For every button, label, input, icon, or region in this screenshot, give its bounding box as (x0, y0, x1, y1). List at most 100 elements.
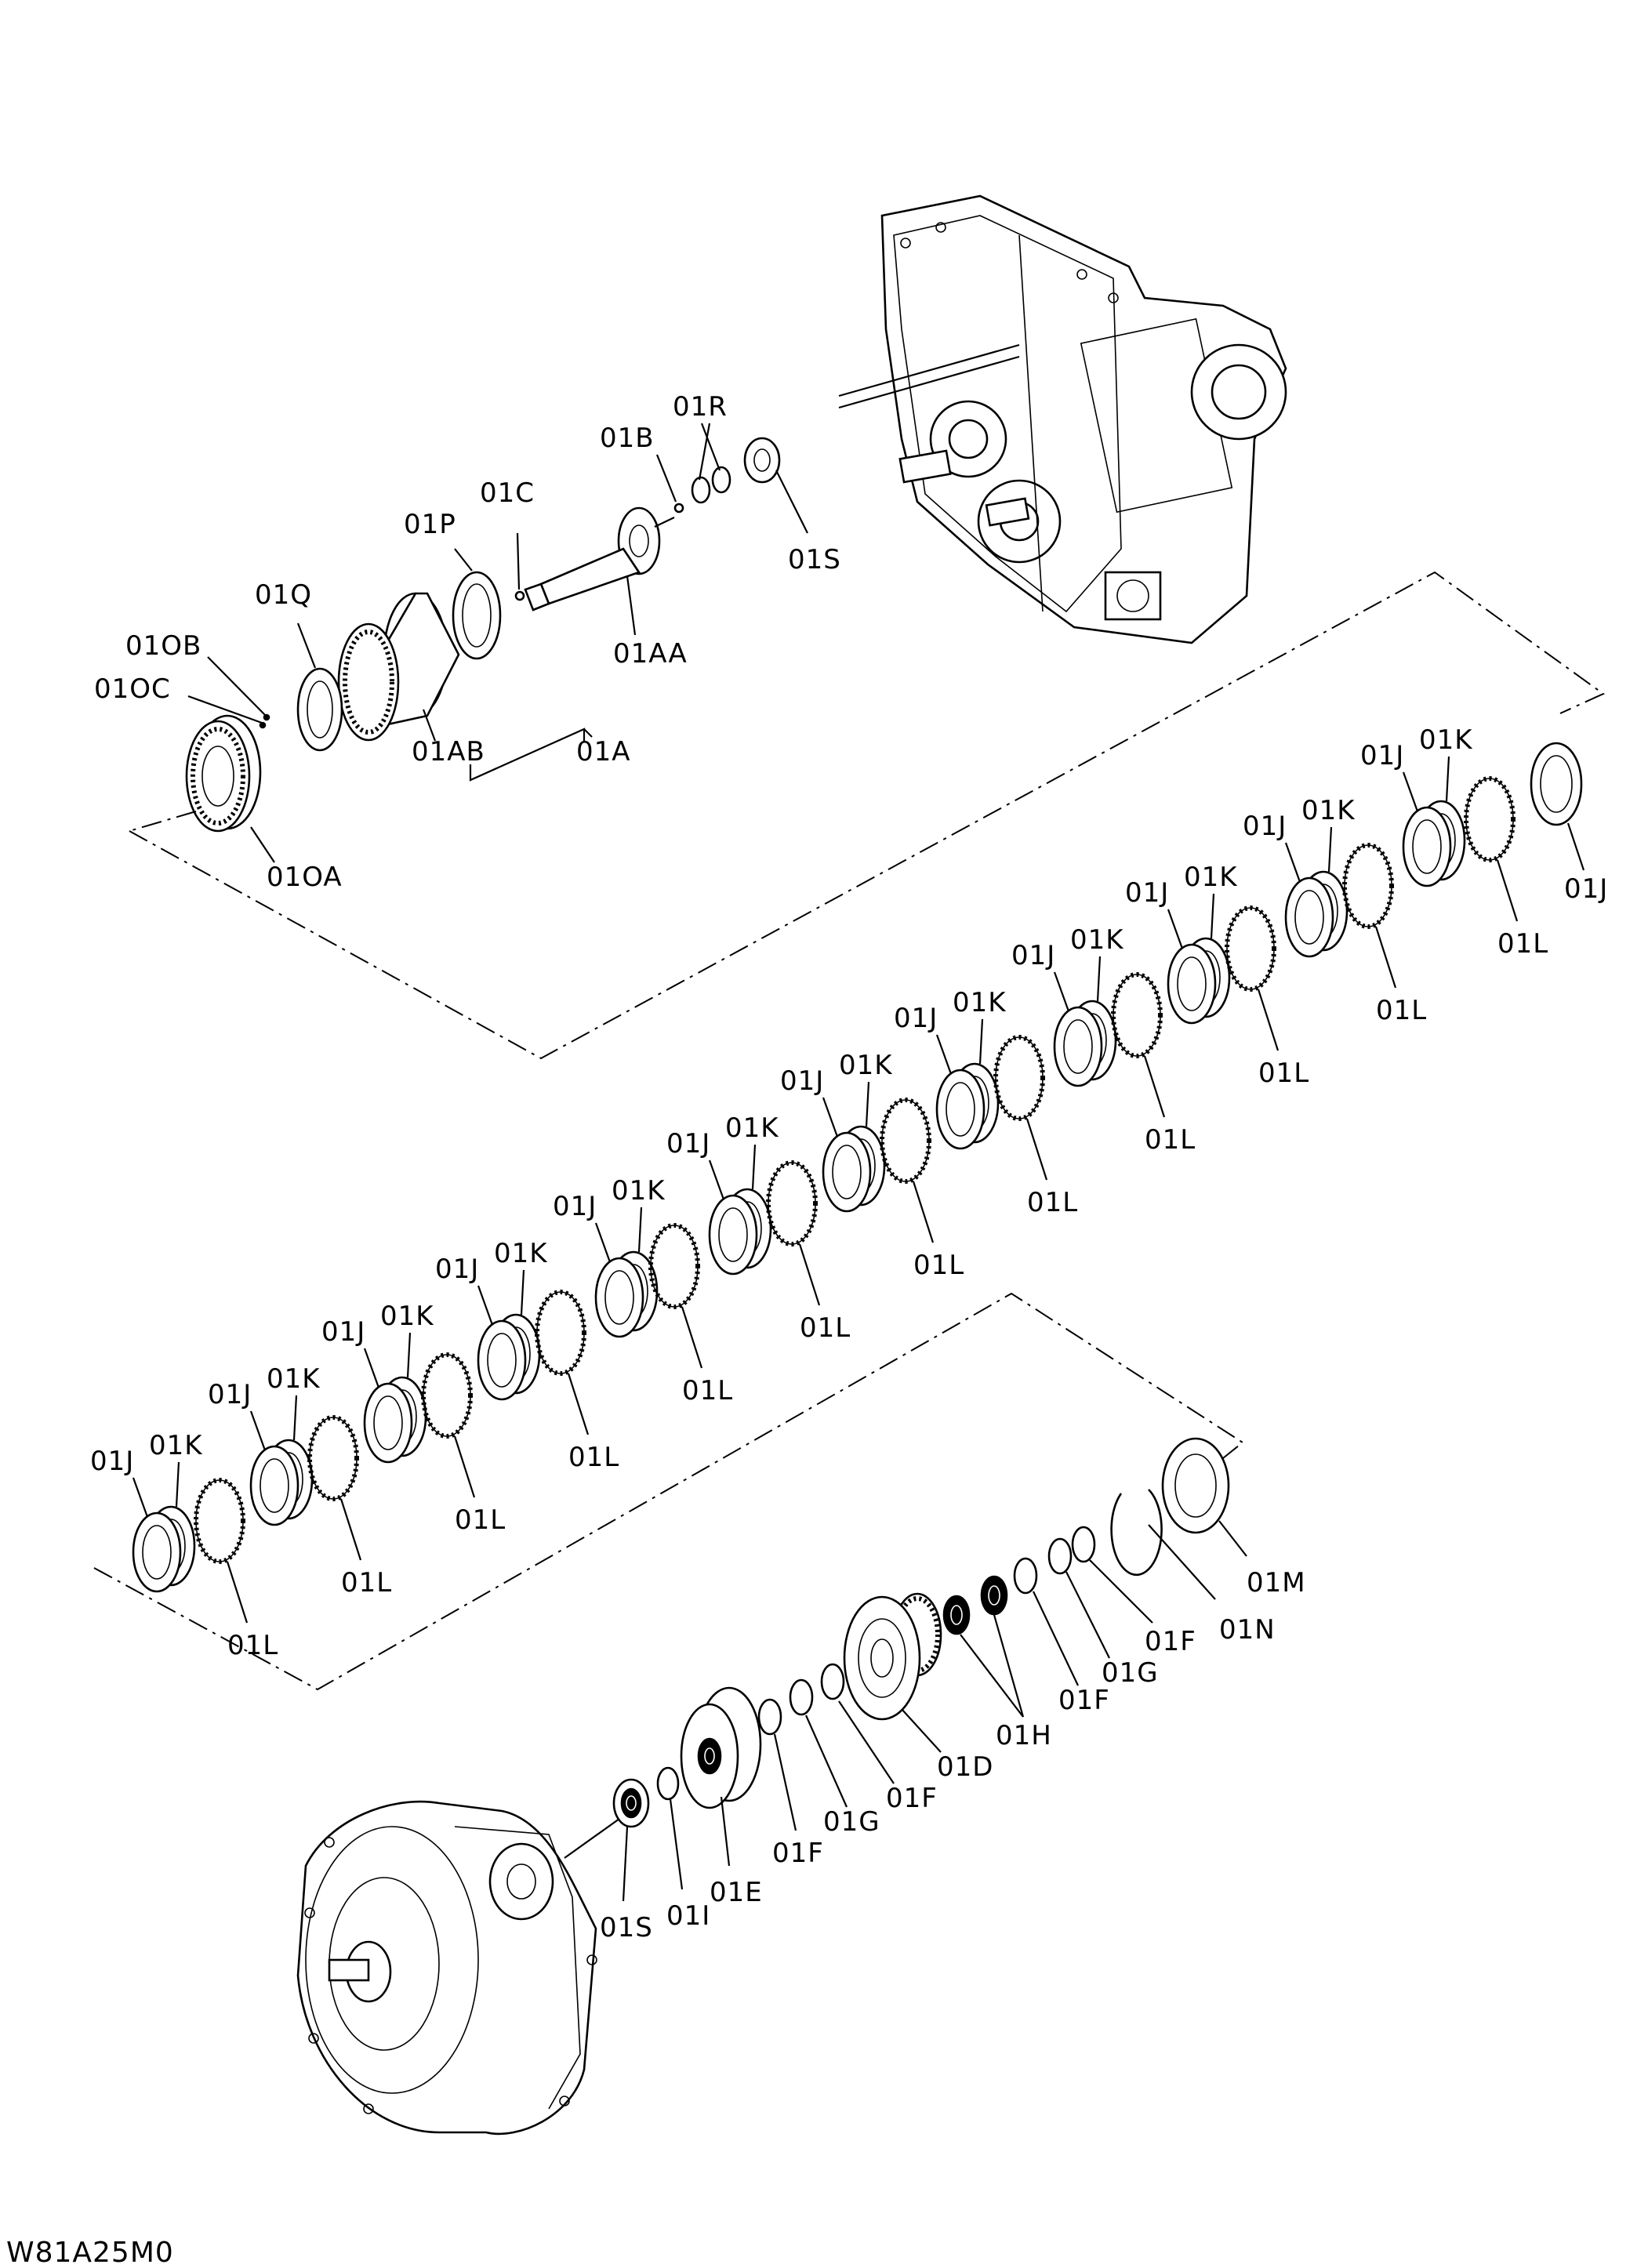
label-01g-b: 01G (823, 1806, 880, 1838)
label-01i: 01I (666, 1900, 710, 1932)
label-01l: 01L (913, 1250, 964, 1281)
label-01g-a: 01G (1102, 1657, 1159, 1689)
label-01h: 01H (996, 1720, 1052, 1751)
label-01f-b: 01F (1058, 1685, 1110, 1716)
part-01f-ring-c (820, 1663, 845, 1700)
disc-01j (132, 1511, 182, 1593)
part-01n-snap-ring (1110, 1489, 1163, 1577)
part-01h-bearing-a (980, 1575, 1008, 1616)
label-01l: 01L (1258, 1058, 1309, 1089)
label-01j-end: 01J (1564, 873, 1608, 905)
disc-01j (708, 1194, 758, 1276)
label-01j: 01J (90, 1446, 134, 1477)
part-01r-b (691, 476, 711, 504)
label-01s-bottom: 01S (600, 1912, 653, 1943)
disc-01j (594, 1257, 644, 1338)
label-01b: 01B (600, 423, 655, 454)
label-01k: 01K (380, 1301, 434, 1332)
label-01c: 01C (480, 477, 535, 509)
part-01i-ring (656, 1766, 680, 1801)
label-01ob: 01OB (125, 630, 201, 662)
label-01aa: 01AA (613, 638, 688, 670)
label-01a: 01A (576, 736, 631, 767)
bottom-assembly-parts (612, 1437, 1230, 1828)
label-01l: 01L (1027, 1187, 1078, 1218)
clutch-disc-stack (132, 742, 1583, 1593)
part-01r-a (711, 466, 731, 494)
disc-01j (249, 1445, 299, 1526)
label-01j: 01J (894, 1003, 938, 1034)
part-01oa-bearing (185, 714, 262, 833)
label-01j: 01J (553, 1191, 597, 1222)
label-01j: 01J (435, 1254, 479, 1285)
label-01l: 01L (1145, 1124, 1196, 1156)
part-01g-ring-b (789, 1678, 814, 1716)
transmission-housing-top (838, 194, 1287, 644)
part-01m-washer (1161, 1437, 1230, 1534)
label-01s-top: 01S (788, 544, 841, 575)
disc-01j (1167, 943, 1217, 1025)
label-01n: 01N (1219, 1614, 1276, 1646)
label-01k: 01K (953, 987, 1007, 1018)
label-01l: 01L (341, 1567, 392, 1598)
label-01l: 01L (568, 1442, 619, 1473)
part-01q-washer (296, 667, 343, 752)
label-01l: 01L (1497, 928, 1548, 960)
top-assembly-parts (185, 437, 781, 833)
part-01f-ring-a (1071, 1526, 1096, 1563)
label-01r: 01R (673, 391, 728, 423)
part-01h-bearing-b (942, 1595, 971, 1635)
label-01oa: 01OA (267, 862, 343, 893)
label-01l: 01L (800, 1312, 851, 1344)
label-01e: 01E (710, 1877, 763, 1908)
label-01j: 01J (780, 1065, 824, 1097)
label-01l: 01L (227, 1630, 278, 1661)
label-01d: 01D (937, 1751, 993, 1783)
label-01l: 01L (1376, 995, 1427, 1026)
label-01k: 01K (149, 1430, 203, 1461)
label-01j: 01J (1243, 811, 1287, 842)
label-01k: 01K (1184, 862, 1238, 893)
part-01g-ring-a (1047, 1537, 1073, 1575)
part-01e-hub (680, 1686, 762, 1809)
label-01k: 01K (1301, 795, 1356, 826)
part-01f-ring-d (757, 1698, 782, 1736)
disc-01j (1284, 876, 1334, 958)
dashed-group-frames (93, 571, 1605, 1691)
label-01f-c: 01F (886, 1783, 938, 1814)
label-01j: 01J (321, 1316, 365, 1348)
disc-01j (363, 1382, 413, 1464)
label-01oc: 01OC (94, 673, 171, 705)
part-01s-top (743, 437, 781, 484)
label-01f-d: 01F (772, 1838, 824, 1869)
label-01l: 01L (682, 1375, 733, 1406)
label-01j: 01J (1360, 740, 1404, 771)
label-01j: 01J (1011, 940, 1055, 971)
leader-lines (187, 423, 1247, 1902)
label-01k: 01K (725, 1112, 779, 1144)
label-01l: 01L (455, 1504, 506, 1536)
label-01p: 01P (404, 509, 456, 540)
figure-code: W81A25M0 (6, 2237, 174, 2268)
label-01j: 01J (208, 1379, 252, 1410)
label-01q: 01Q (255, 579, 312, 611)
label-01k: 01K (839, 1050, 893, 1081)
part-01p-washer (452, 571, 502, 660)
disc-01j (1402, 806, 1452, 887)
disc-01j (477, 1319, 527, 1401)
part-01aa-shaft (524, 506, 675, 611)
part-01ab-drum (337, 592, 460, 742)
disc-01j (935, 1069, 986, 1150)
disc-01j-end (1530, 742, 1583, 826)
part-01d-gear (843, 1592, 942, 1721)
label-01ab: 01AB (412, 736, 485, 767)
label-01j: 01J (666, 1128, 710, 1159)
disc-01j (1053, 1006, 1103, 1087)
label-01k: 01K (494, 1238, 548, 1269)
label-01k: 01K (1419, 724, 1473, 756)
disc-01j (822, 1131, 872, 1213)
label-01f-a: 01F (1145, 1626, 1196, 1657)
label-01j: 01J (1125, 877, 1169, 909)
